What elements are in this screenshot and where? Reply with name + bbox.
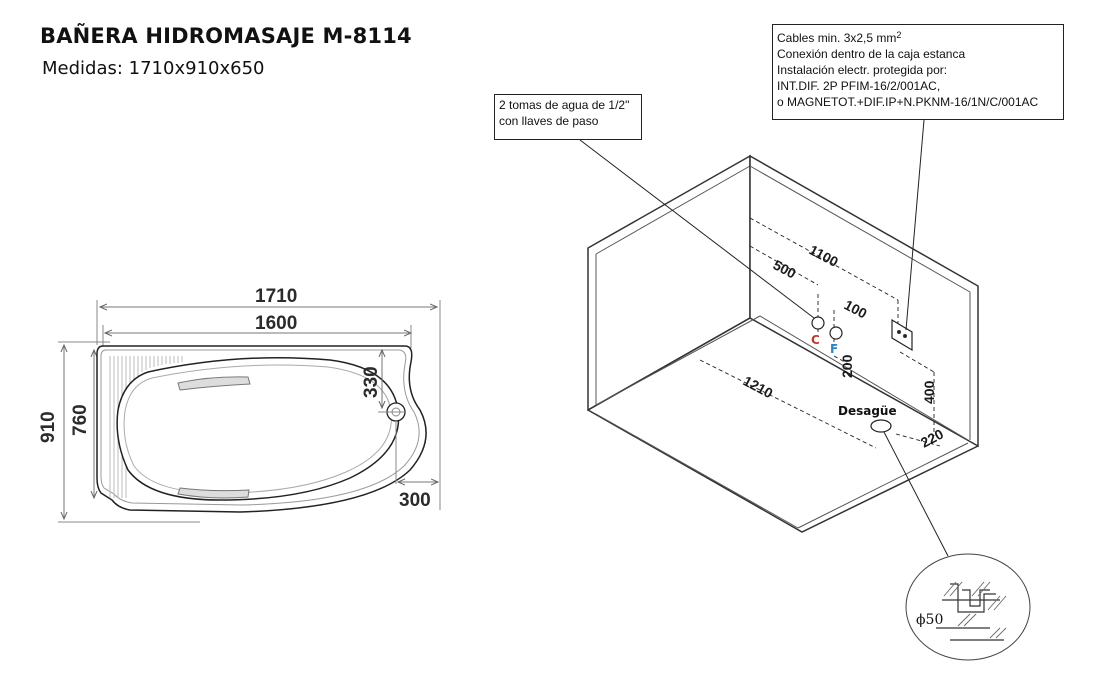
drain-detail: ϕ50 — [905, 553, 1031, 661]
cold-label: F — [830, 342, 838, 356]
water-supply-note: 2 tomas de agua de 1/2" con llaves de pa… — [494, 94, 642, 140]
water-note-line: 2 tomas de agua de 1/2" — [499, 98, 630, 112]
tub-basin — [116, 356, 400, 501]
electrical-note-line: Cables min. 3x2,5 mm2 — [777, 30, 902, 45]
dim-220-label: 220 — [918, 425, 946, 450]
page-title: BAÑERA HIDROMASAJE M-8114 — [40, 24, 412, 48]
dim-1710-label: 1710 — [255, 286, 297, 307]
dim-400-label: 400 — [921, 380, 937, 404]
dim-330-label: 330 — [361, 366, 382, 398]
tub-armrest-top — [177, 376, 251, 391]
hot-water-inlet — [811, 316, 825, 330]
dim-200-label: 200 — [839, 354, 855, 378]
electrical-note-line: Instalación electr. protegida por: — [777, 63, 948, 77]
floor-drain — [870, 419, 892, 433]
dim-1600-label: 1600 — [255, 313, 297, 334]
dim-1210-label: 1210 — [741, 373, 776, 402]
installation-isometric-view — [579, 119, 979, 557]
electrical-box — [891, 318, 913, 352]
drain-label: Desagüe — [838, 404, 897, 418]
tub-armrest-bottom — [177, 487, 250, 499]
left-wall — [587, 154, 751, 412]
electrical-note-line: o MAGNETOT.+DIF.IP+N.PKNM-16/1N/C/001AC — [777, 95, 1039, 109]
tub-plan-view: 1710 1600 910 760 — [38, 286, 441, 523]
hot-label: C — [811, 333, 820, 347]
water-note-line: con llaves de paso — [499, 114, 599, 128]
cold-water-inlet — [829, 326, 843, 340]
dim-300-label: 300 — [399, 490, 431, 511]
dim-910-label: 910 — [38, 411, 59, 443]
electrical-note-line: INT.DIF. 2P PFIM-16/2/001AC, — [777, 79, 941, 93]
electrical-note: Cables min. 3x2,5 mm2 Conexión dentro de… — [772, 24, 1064, 120]
drain-diameter-label: ϕ50 — [916, 612, 943, 628]
page-subtitle: Medidas: 1710x910x650 — [42, 58, 265, 79]
dim-760-label: 760 — [70, 404, 91, 436]
electrical-note-line: Conexión dentro de la caja estanca — [777, 47, 966, 61]
